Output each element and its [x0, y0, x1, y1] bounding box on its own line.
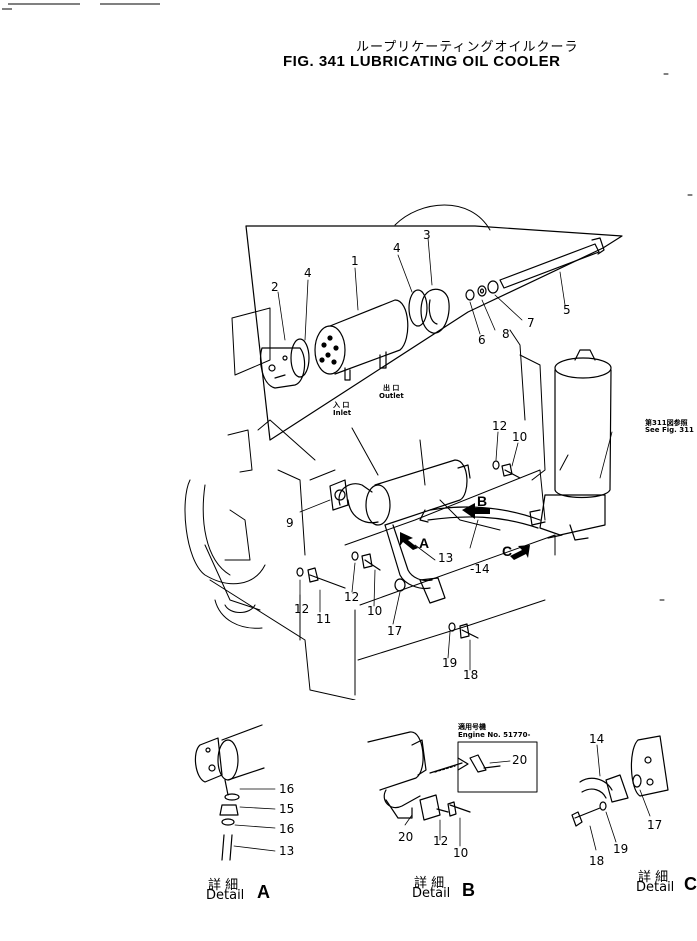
part-number-label: 4 [304, 266, 312, 280]
applicability-label-jp: 適用号機 [458, 723, 486, 731]
part-number-label: 7 [527, 316, 535, 330]
assembled-oil-cooler [329, 459, 471, 526]
part-number-label: 6 [478, 333, 486, 347]
washer-12-c [351, 551, 359, 561]
cooler-end-cap-right [420, 288, 450, 334]
through-bolt-5 [499, 237, 605, 289]
part-number-label: 19 [442, 656, 458, 670]
detail-a-label-jp: 詳 細 [208, 878, 239, 893]
detail-a-label: Detail [206, 888, 245, 903]
arrow-b-icon [462, 503, 490, 519]
figure-title: FIG. 341 LUBRICATING OIL COOLER [283, 53, 561, 70]
washer-12-b [296, 567, 304, 577]
part-number-label: 12 [344, 590, 360, 604]
part-number-label: 15 [279, 802, 295, 816]
arrow-b-label: B [477, 493, 488, 509]
part-number-label: 2 [271, 280, 279, 294]
washer-19 [448, 622, 456, 632]
part-number-label: 18 [463, 668, 479, 682]
detail-b-label: Detail [412, 886, 451, 901]
detail-a-letter: A [257, 882, 270, 902]
cooler-end-cap-left [259, 347, 306, 389]
outlet-label-jp: 出 口 [383, 384, 400, 392]
title-japanese: ループリケーティングオイルクーラ [356, 40, 579, 55]
part-number-label: 10 [367, 604, 383, 618]
part-number-label: 5 [563, 303, 571, 317]
part-number-label: 1 [351, 254, 359, 268]
part-number-label: 10 [512, 430, 528, 444]
part-number-label: 13 [279, 844, 295, 858]
oil-filter-housing [529, 349, 612, 541]
cooler-core [314, 299, 409, 381]
engine-block-outline [184, 204, 569, 700]
o-ring-6 [465, 289, 475, 301]
bolt-18 [459, 623, 479, 639]
detail-b-letter: B [462, 880, 475, 900]
o-ring-17 [394, 578, 406, 592]
detail-c-label-jp: 詳 細 [638, 870, 669, 885]
bolt-11 [307, 567, 346, 589]
washer-8 [477, 285, 487, 297]
arrow-c-label: C [502, 543, 513, 559]
part-number-label: 8 [502, 327, 510, 341]
washer-12-a [492, 460, 500, 470]
washer-7 [487, 280, 499, 294]
arrow-a-icon [400, 532, 418, 550]
outlet-label: Outlet [379, 392, 404, 400]
part-number-label: 19 [613, 842, 629, 856]
part-number-label: 12 [433, 834, 449, 848]
main-exploded-view [184, 73, 693, 700]
part-number-label: 11 [316, 612, 332, 626]
detail-c-letter: C [684, 874, 697, 894]
part-number-label: 20 [512, 753, 528, 767]
part-number-label: 13 [438, 551, 454, 565]
part-number-label: 10 [453, 846, 469, 860]
part-number-label: 3 [423, 228, 431, 242]
leader-lines [277, 237, 613, 671]
part-number-label: 20 [398, 830, 414, 844]
part-number-label: 9 [286, 516, 294, 530]
reference-label: See Fig. 311 [645, 426, 694, 434]
detail-c-label: Detail [636, 880, 675, 895]
applicability-label: Engine No. 51770- [458, 731, 531, 739]
reference-label-jp: 第311図参照 [645, 419, 688, 427]
part-number-label: 16 [279, 822, 295, 836]
part-number-label: 16 [279, 782, 295, 796]
inlet-label-jp: 入 口 [333, 401, 350, 409]
part-number-label: 4 [393, 241, 401, 255]
part-number-label: 12 [294, 602, 310, 616]
pipe-14 [419, 506, 541, 529]
gasket-right [408, 289, 428, 327]
part-number-label: 14 [589, 732, 605, 746]
gasket-left [290, 338, 310, 378]
arrow-c-icon [510, 545, 530, 560]
part-number-label: 17 [387, 624, 403, 638]
part-number-label: -14 [470, 562, 490, 576]
bolt-10-a [501, 463, 521, 479]
bolt-10-b [361, 553, 381, 571]
pipe-13 [384, 524, 446, 604]
arrow-a-label: A [419, 535, 430, 551]
inlet-label: Inlet [333, 409, 352, 417]
part-number-label: 18 [589, 854, 605, 868]
detail-b-label-jp: 詳 細 [414, 876, 445, 891]
part-number-label: 17 [647, 818, 663, 832]
part-number-label: 12 [492, 419, 508, 433]
